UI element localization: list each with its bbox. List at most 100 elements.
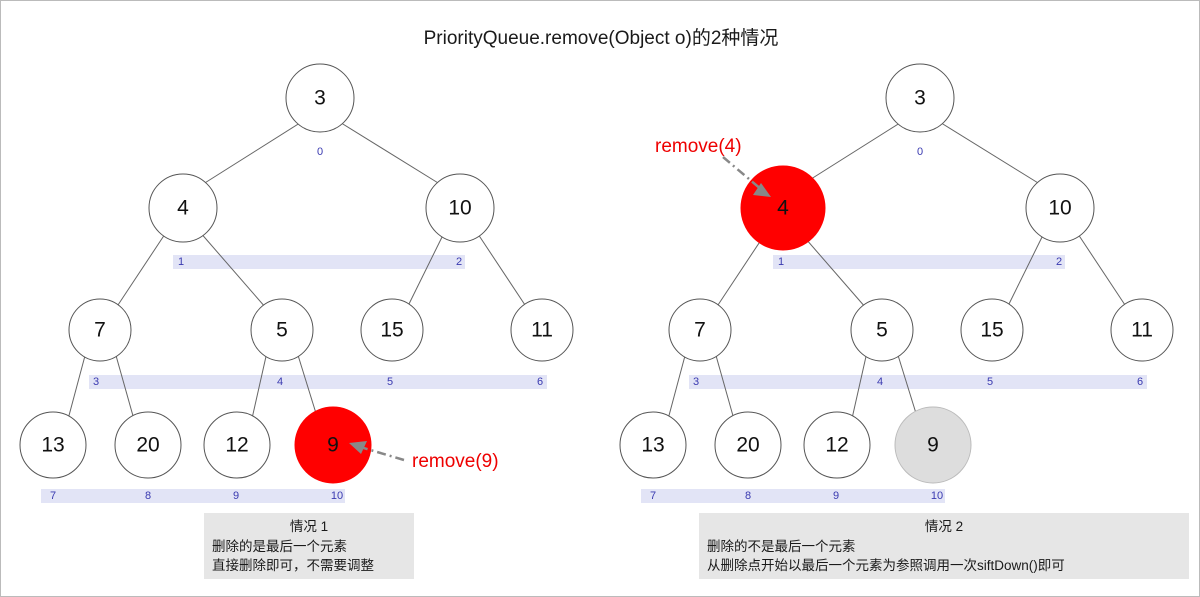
- tree-node[interactable]: [803, 411, 871, 479]
- tree-node-label: 3: [914, 87, 926, 110]
- node-index-label: 4: [877, 376, 883, 388]
- page-title: PriorityQueue.remove(Object o)的2种情况: [423, 28, 779, 49]
- tree-node-label: 10: [448, 197, 471, 220]
- node-index-label: 2: [456, 256, 462, 268]
- caption-line: 从删除点开始以最后一个元素为参照调用一次siftDown()即可: [707, 558, 1065, 574]
- node-index-label: 2: [1056, 256, 1062, 268]
- tree-edge: [937, 120, 1044, 187]
- remove-arrow-right: [722, 156, 771, 197]
- tree-node[interactable]: [885, 63, 955, 133]
- remove-annotation-left: remove(9): [412, 451, 499, 472]
- node-index-label: 10: [331, 490, 343, 502]
- remove-annotation-right: remove(4): [655, 136, 742, 157]
- tree-edge: [199, 120, 304, 187]
- tree-node[interactable]: [510, 298, 574, 362]
- tree-node-label: 20: [136, 434, 159, 457]
- tree-node[interactable]: [619, 411, 687, 479]
- index-band: [689, 375, 1147, 389]
- tree-node[interactable]: [425, 173, 495, 243]
- node-index-label: 5: [987, 376, 993, 388]
- tree-node-label: 5: [276, 319, 288, 342]
- tree-node[interactable]: [250, 298, 314, 362]
- tree-edge: [475, 230, 528, 309]
- caption-case-2: 情况 2 删除的不是最后一个元素 从删除点开始以最后一个元素为参照调用一次sif…: [699, 513, 1189, 579]
- caption-title: 情况 2: [924, 519, 964, 534]
- tree-node[interactable]: [714, 411, 782, 479]
- tree-edge: [114, 351, 136, 424]
- tree-edge: [1006, 230, 1046, 309]
- tree-node-label: 11: [1131, 319, 1153, 342]
- tree-edge: [715, 230, 768, 309]
- tree-edge: [799, 120, 904, 187]
- tree-node[interactable]: [960, 298, 1024, 362]
- tree-edge: [66, 351, 87, 424]
- node-index-label: 7: [650, 490, 656, 502]
- node-index-label: 0: [317, 146, 323, 158]
- tree-edge: [250, 351, 268, 424]
- caption-line: 删除的是最后一个元素: [212, 538, 347, 554]
- tree-node-label: 4: [177, 197, 189, 220]
- node-index-label: 3: [693, 376, 699, 388]
- tree-node[interactable]: [114, 411, 182, 479]
- tree-edge: [850, 351, 868, 424]
- caption-case-1: 情况 1 删除的是最后一个元素 直接删除即可，不需要调整: [204, 513, 414, 579]
- tree-node[interactable]: [203, 411, 271, 479]
- tree-node-last[interactable]: [894, 406, 972, 484]
- tree-node-label: 7: [94, 319, 106, 342]
- tree-node-label: 7: [694, 319, 706, 342]
- tree-edge: [798, 230, 867, 309]
- tree-node-label: 10: [1048, 197, 1071, 220]
- tree-edge: [1075, 230, 1128, 309]
- tree-node-label: 9: [927, 434, 939, 457]
- caption-line: 直接删除即可，不需要调整: [212, 558, 374, 574]
- tree-edge: [115, 230, 168, 309]
- caption-line: 删除的不是最后一个元素: [707, 538, 856, 554]
- tree-node[interactable]: [1110, 298, 1174, 362]
- index-band: [641, 489, 945, 503]
- tree-edge: [406, 230, 446, 309]
- node-index-label: 9: [833, 490, 839, 502]
- tree-node-label: 13: [641, 434, 664, 457]
- tree-node-label: 12: [825, 434, 848, 457]
- tree-node[interactable]: [148, 173, 218, 243]
- tree-node[interactable]: [850, 298, 914, 362]
- tree-node-label: 3: [314, 87, 326, 110]
- tree-node-label: 5: [876, 319, 888, 342]
- index-band: [89, 375, 547, 389]
- node-index-label: 8: [145, 490, 151, 502]
- tree-node-label: 15: [380, 319, 403, 342]
- tree-node-label: 15: [980, 319, 1003, 342]
- node-index-label: 6: [1137, 376, 1143, 388]
- node-index-label: 7: [50, 490, 56, 502]
- tree-edge: [198, 230, 267, 309]
- tree-node-label: 9: [327, 434, 339, 457]
- tree-node[interactable]: [68, 298, 132, 362]
- tree-node[interactable]: [360, 298, 424, 362]
- node-index-label: 10: [931, 490, 943, 502]
- tree-node-label: 20: [736, 434, 759, 457]
- node-index-label: 3: [93, 376, 99, 388]
- tree-node-removed[interactable]: [294, 406, 372, 484]
- index-band: [773, 255, 1065, 269]
- tree-node-label: 13: [41, 434, 64, 457]
- tree-node[interactable]: [1025, 173, 1095, 243]
- node-index-label: 0: [917, 146, 923, 158]
- node-index-label: 1: [778, 256, 784, 268]
- tree-node-label: 4: [777, 197, 789, 220]
- node-index-label: 5: [387, 376, 393, 388]
- node-index-label: 6: [537, 376, 543, 388]
- tree-edge: [714, 351, 736, 424]
- index-band: [41, 489, 345, 503]
- tree-edge: [337, 120, 444, 187]
- tree-node-label: 12: [225, 434, 248, 457]
- tree-node-label: 11: [531, 319, 553, 342]
- tree-node[interactable]: [19, 411, 87, 479]
- caption-title: 情况 1: [289, 519, 329, 534]
- tree-node[interactable]: [285, 63, 355, 133]
- node-index-label: 1: [178, 256, 184, 268]
- tree-node[interactable]: [668, 298, 732, 362]
- node-index-label: 8: [745, 490, 751, 502]
- node-index-label: 4: [277, 376, 283, 388]
